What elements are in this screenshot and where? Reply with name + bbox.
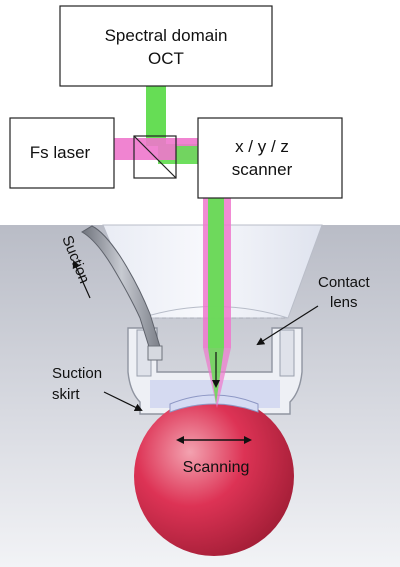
fs-laser-box: Fs laser xyxy=(9,117,115,189)
scanner-box: x / y / z scanner xyxy=(197,117,343,199)
oct-label-line2: OCT xyxy=(148,49,184,68)
oct-beam-vertical-down xyxy=(208,198,224,348)
scanning-label: Scanning xyxy=(183,459,250,476)
fs-laser-label: Fs laser xyxy=(30,143,91,162)
scanner-label-line2: scanner xyxy=(232,160,293,179)
suction-tube-icon xyxy=(81,225,162,351)
oct-beam-vertical xyxy=(146,86,166,146)
beam-splitter-icon xyxy=(133,135,177,179)
beam-overlap xyxy=(176,146,198,160)
suction-port xyxy=(147,345,163,361)
suction-skirt-pointer xyxy=(103,391,143,411)
scanner-label-line1: x / y / z xyxy=(235,137,289,156)
suction-arrow xyxy=(72,260,91,299)
cornea-cap xyxy=(169,394,259,413)
contact-lens-pointer xyxy=(256,305,319,346)
eyeball-icon xyxy=(134,396,294,556)
suction-skirt-label-line1: Suction xyxy=(52,365,102,382)
oct-box: Spectral domain OCT xyxy=(59,5,273,87)
contact-lens-label-line2: lens xyxy=(330,294,358,311)
oct-label-line1: Spectral domain xyxy=(105,26,228,45)
beam-splitter-diagonal xyxy=(133,135,177,179)
skirt-right-wall xyxy=(279,329,295,377)
suction-skirt-label-line2: skirt xyxy=(52,386,80,403)
contact-lens-label-line1: Contact xyxy=(318,274,371,291)
